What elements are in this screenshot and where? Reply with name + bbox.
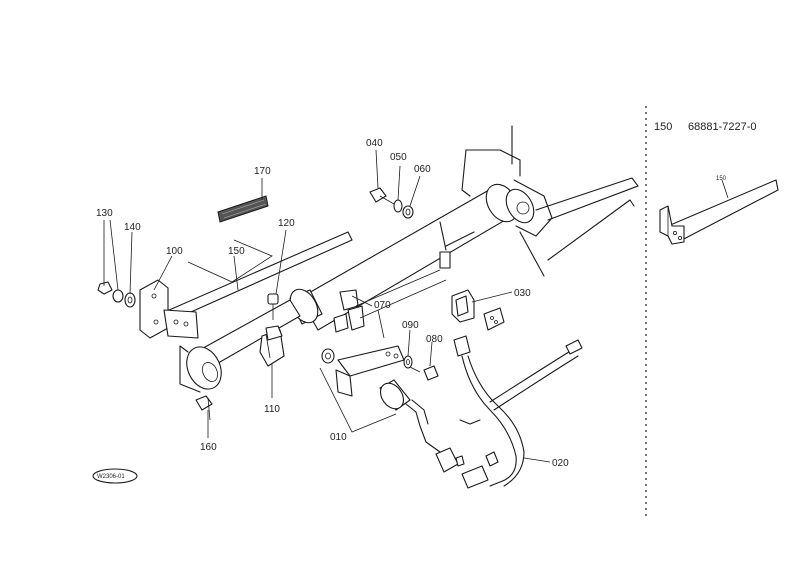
callout-160: 160 xyxy=(200,442,217,453)
bolt-160 xyxy=(195,395,213,421)
screw-080 xyxy=(407,365,439,381)
bolt-120 xyxy=(267,293,279,320)
callout-110: 110 xyxy=(264,404,280,415)
callout-020: 020 xyxy=(552,458,569,469)
callout-120: 120 xyxy=(278,218,295,229)
washer-140 xyxy=(124,292,136,308)
bracket-100 xyxy=(139,279,199,339)
callout-labels: 170 120 130 140 100 150 110 160 040 050 … xyxy=(96,138,569,469)
drawing-stamp-code: W2306-01 xyxy=(97,474,125,480)
wiring-harness-020 xyxy=(453,335,583,489)
callout-010: 010 xyxy=(330,432,347,443)
washer-050 xyxy=(393,199,403,213)
header-part-number: 68881-7227-0 xyxy=(688,121,757,133)
sensor-connector xyxy=(435,447,465,473)
clamp-110 xyxy=(259,325,285,367)
callout-170: 170 xyxy=(254,166,271,177)
washer-090 xyxy=(403,355,413,369)
bracket-070 xyxy=(333,251,451,333)
callout-030: 030 xyxy=(514,288,531,299)
inset-bracket-150 xyxy=(659,179,779,245)
callout-090: 090 xyxy=(402,320,419,331)
sensor-bracket-plate xyxy=(335,345,405,397)
nut-sensor xyxy=(321,348,335,364)
proximity-sensor-010 xyxy=(379,379,441,453)
nut-060 xyxy=(402,205,414,219)
label-plate-170 xyxy=(217,195,269,223)
callout-080: 080 xyxy=(426,334,443,345)
callout-130: 130 xyxy=(96,208,113,219)
callout-040: 040 xyxy=(366,138,383,149)
callout-060: 060 xyxy=(414,164,431,175)
callout-050: 050 xyxy=(390,152,407,163)
frame-beam xyxy=(461,125,639,277)
header-ref-number: 150 xyxy=(654,121,672,133)
callout-140: 140 xyxy=(124,222,141,233)
callout-070: 070 xyxy=(374,300,391,311)
nut-130 xyxy=(97,281,124,303)
leader-lines xyxy=(103,149,551,463)
inset-label-150: 150 xyxy=(716,176,727,182)
callout-150: 150 xyxy=(228,246,245,257)
relay-030 xyxy=(451,289,505,331)
drawing-stamp: W2306-01 xyxy=(92,468,138,484)
bolt-040 xyxy=(369,187,395,205)
callout-100: 100 xyxy=(166,246,183,257)
